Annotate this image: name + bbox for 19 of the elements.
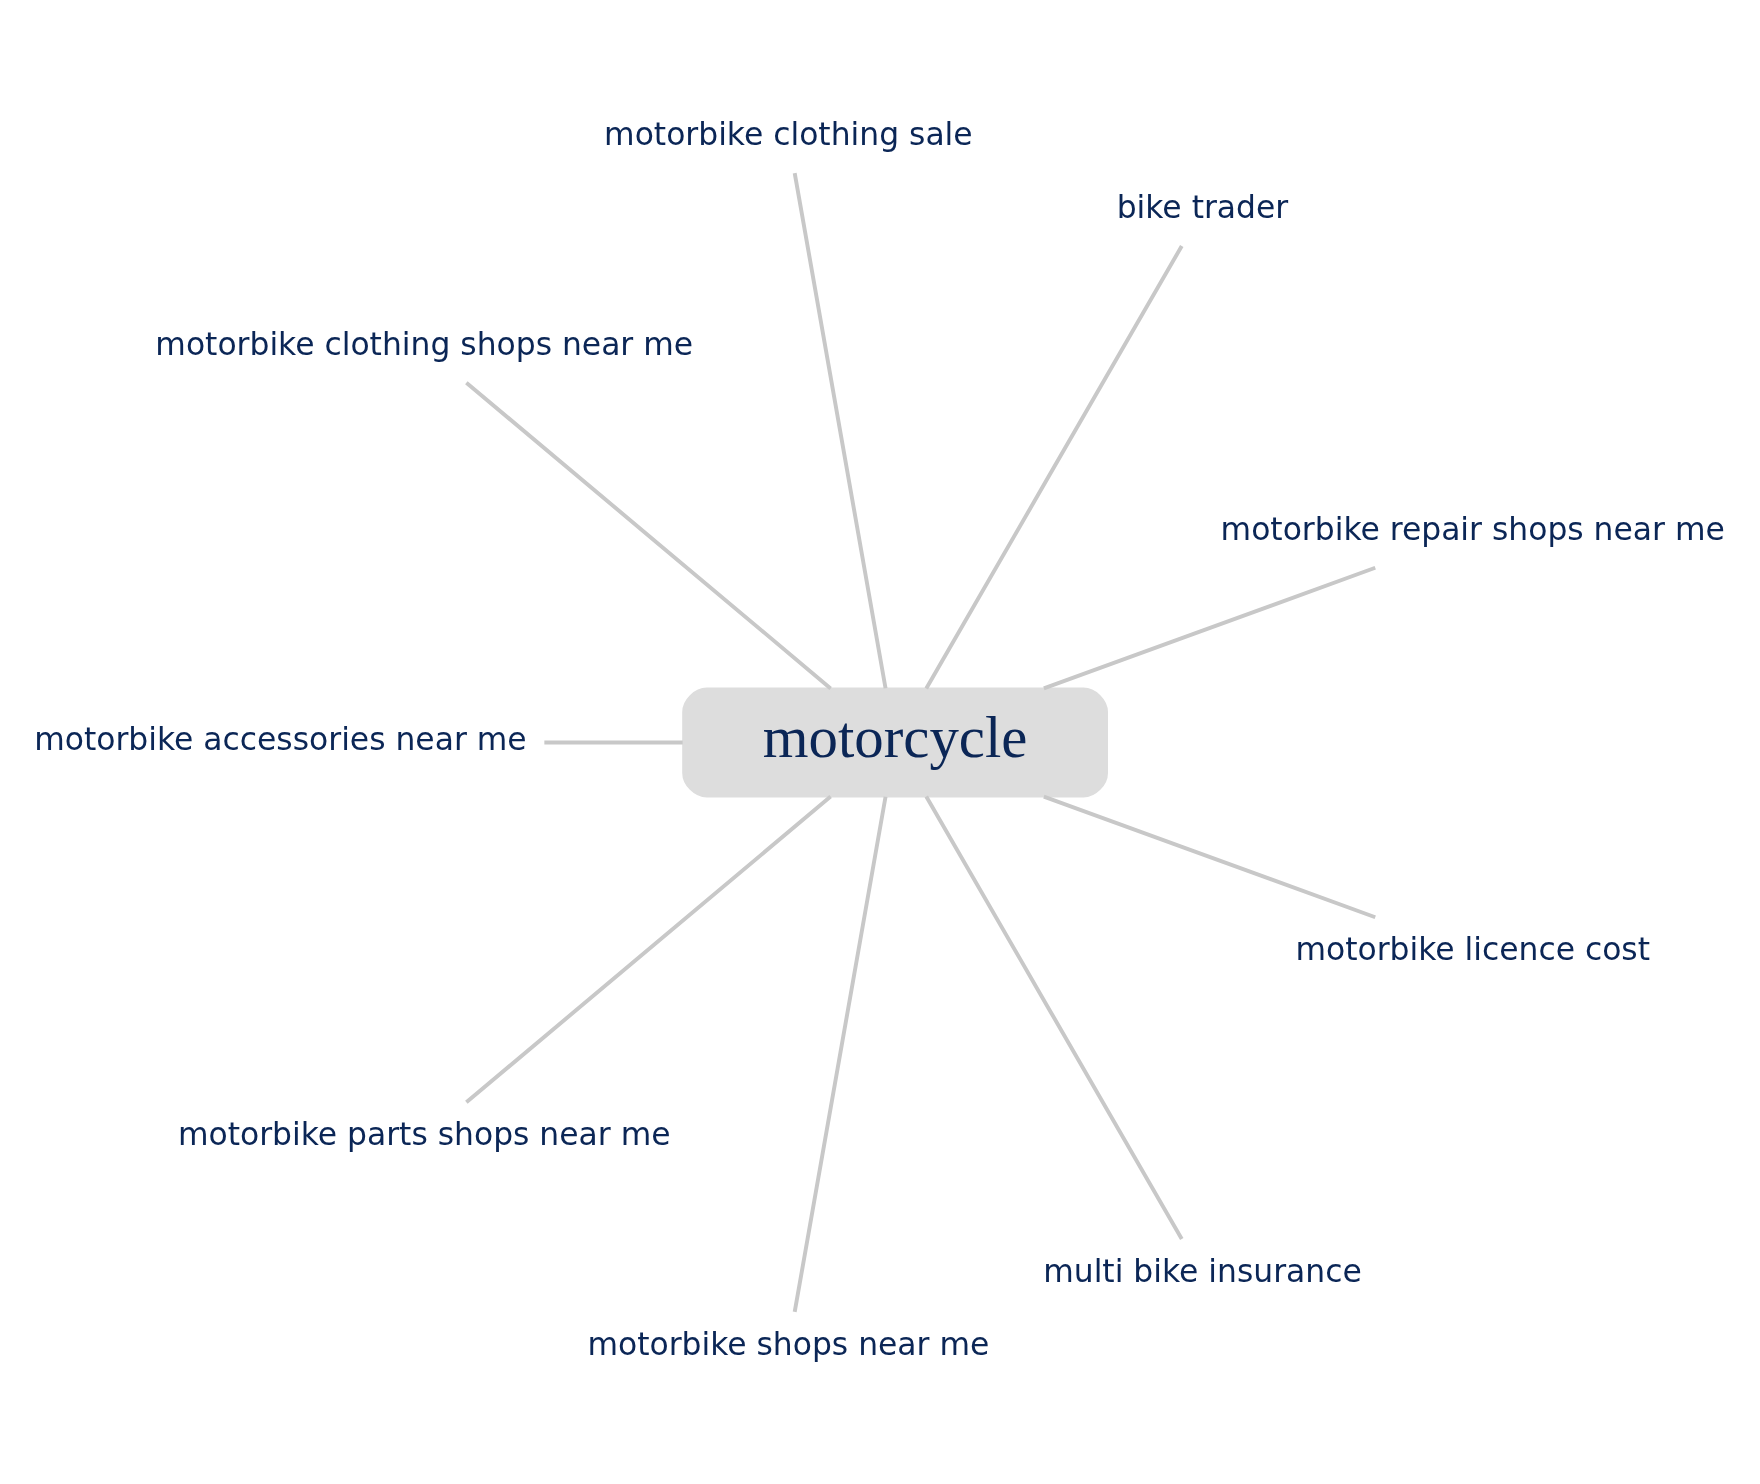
node-text: multi bike insurance [1043, 1252, 1362, 1289]
connector [465, 794, 832, 1104]
connector [924, 244, 1184, 689]
node-text: motorbike accessories near me [34, 720, 527, 757]
connector [544, 740, 683, 744]
node-text: motorbike clothing shops near me [155, 325, 694, 362]
connector [924, 795, 1184, 1240]
node-box: motorcycle [682, 687, 1108, 797]
node-text: motorbike clothing sale [604, 115, 973, 152]
node-text: motorbike shops near me [587, 1325, 990, 1362]
connector [465, 380, 832, 690]
connector [1043, 565, 1376, 690]
node-text: bike trader [1116, 188, 1289, 225]
node-text: motorbike parts shops near me [177, 1115, 671, 1152]
node-text: motorbike repair shops near me [1220, 510, 1725, 547]
connector [1043, 794, 1376, 919]
connector [792, 795, 888, 1312]
connector [792, 172, 888, 689]
node-text: motorbike licence cost [1295, 930, 1651, 967]
